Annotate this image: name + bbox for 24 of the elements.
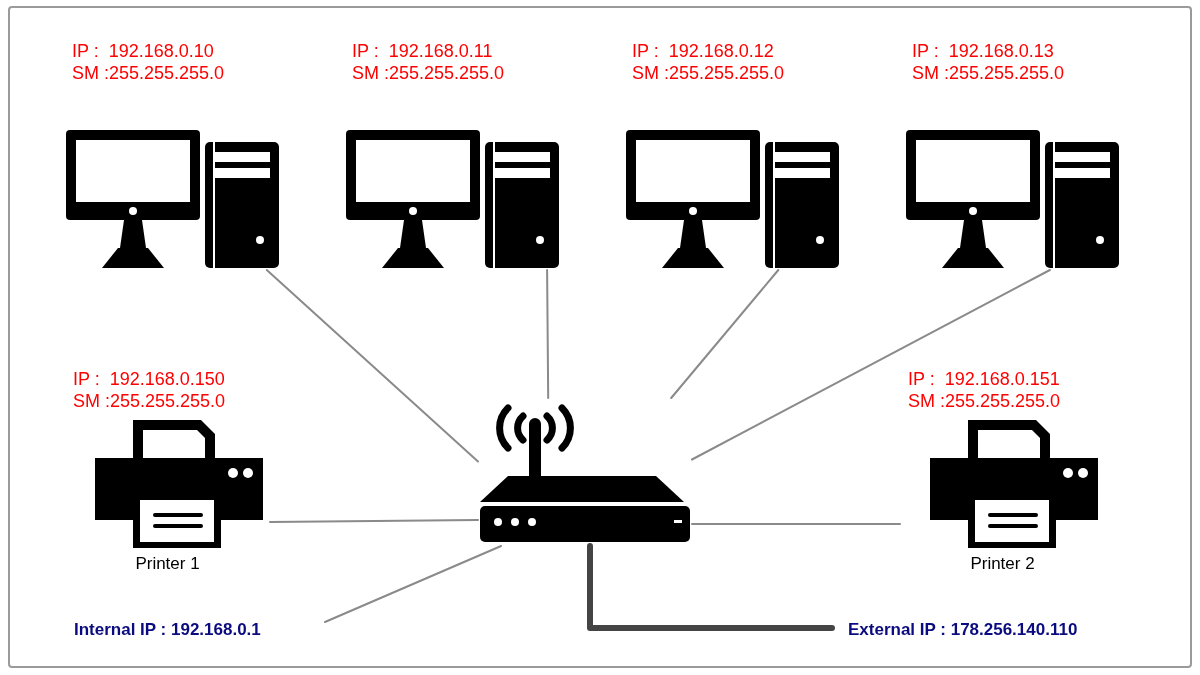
connection-line	[691, 523, 901, 525]
ip-address-text: IP : 192.168.0.10	[72, 40, 214, 62]
connection-line	[324, 545, 503, 623]
ip-address-text: SM :255.255.255.0	[908, 390, 1061, 412]
cable-line	[587, 543, 835, 631]
ip-address-text: SM :255.255.255.0	[73, 390, 226, 412]
ip-address-text: SM :255.255.255.0	[352, 62, 505, 84]
ip-address-text: IP : 192.168.0.150	[73, 368, 225, 390]
ip-address-label: External IP : 178.256.140.110	[848, 619, 1079, 641]
ip-address-text: IP : 192.168.0.151	[908, 368, 1060, 390]
ip-address-text: IP : 192.168.0.12	[632, 40, 774, 62]
connection-line	[269, 519, 479, 523]
connection-line	[670, 269, 780, 399]
printer-caption: Printer 2	[970, 554, 1035, 574]
ip-address-text: IP : 192.168.0.13	[912, 40, 1054, 62]
ip-address-label: Internal IP : 192.168.0.1	[74, 619, 262, 641]
printer-caption: Printer 1	[135, 554, 200, 574]
connection-line	[691, 269, 1051, 461]
connection-line	[546, 269, 550, 399]
ip-address-text: SM :255.255.255.0	[72, 62, 225, 84]
connection-line	[265, 269, 479, 463]
ip-address-text: SM :255.255.255.0	[632, 62, 785, 84]
ip-address-text: SM :255.255.255.0	[912, 62, 1065, 84]
ip-address-text: IP : 192.168.0.11	[352, 40, 493, 62]
